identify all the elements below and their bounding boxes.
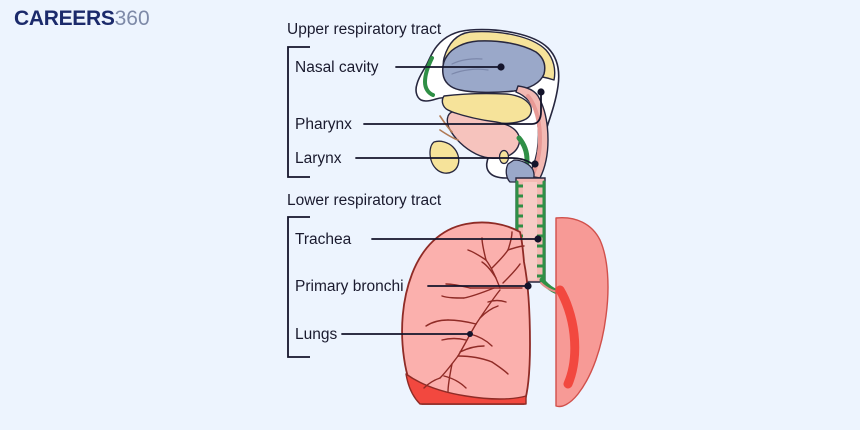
nasal-vestibule-mucosa xyxy=(422,56,435,97)
leader-end-dots xyxy=(467,63,545,337)
logo-primary-text: CAREERS xyxy=(14,7,115,30)
dot-pharynx xyxy=(537,88,545,96)
lower-tract-bracket xyxy=(287,216,310,358)
leader-lines xyxy=(341,66,542,335)
leader-pharynx xyxy=(363,94,542,125)
hyoid-bone xyxy=(498,149,510,165)
label-lungs: Lungs xyxy=(295,326,338,343)
nasal-conchae xyxy=(451,58,489,75)
far-lung xyxy=(555,217,609,408)
label-brackets xyxy=(287,46,310,358)
label-larynx: Larynx xyxy=(295,150,342,167)
dot-lungs xyxy=(467,331,473,337)
heading-upper-respiratory-tract: Upper respiratory tract xyxy=(287,21,442,38)
logo-secondary-text: 360 xyxy=(114,7,150,30)
heading-lower-respiratory-tract: Lower respiratory tract xyxy=(287,192,442,209)
trachea-lumen xyxy=(523,182,537,280)
leader-larynx xyxy=(355,157,532,164)
label-primary-bronchi: Primary bronchi xyxy=(295,278,404,295)
careers360-logo: CAREERS360 xyxy=(14,8,150,29)
label-pharynx: Pharynx xyxy=(295,116,352,133)
dot-larynx xyxy=(531,160,539,168)
bronchial-tree xyxy=(423,231,525,393)
far-lung-vessel xyxy=(555,285,580,389)
near-lung-base xyxy=(405,373,527,405)
dot-nasal-cavity xyxy=(497,63,505,71)
upper-tract-bracket xyxy=(287,46,310,178)
head-neck-cross-section xyxy=(415,28,560,183)
dot-trachea xyxy=(534,235,542,243)
label-nasal-cavity: Nasal cavity xyxy=(295,59,379,76)
dot-primary-bronchi xyxy=(524,282,532,290)
lungs xyxy=(401,217,609,408)
label-trachea: Trachea xyxy=(295,231,352,248)
